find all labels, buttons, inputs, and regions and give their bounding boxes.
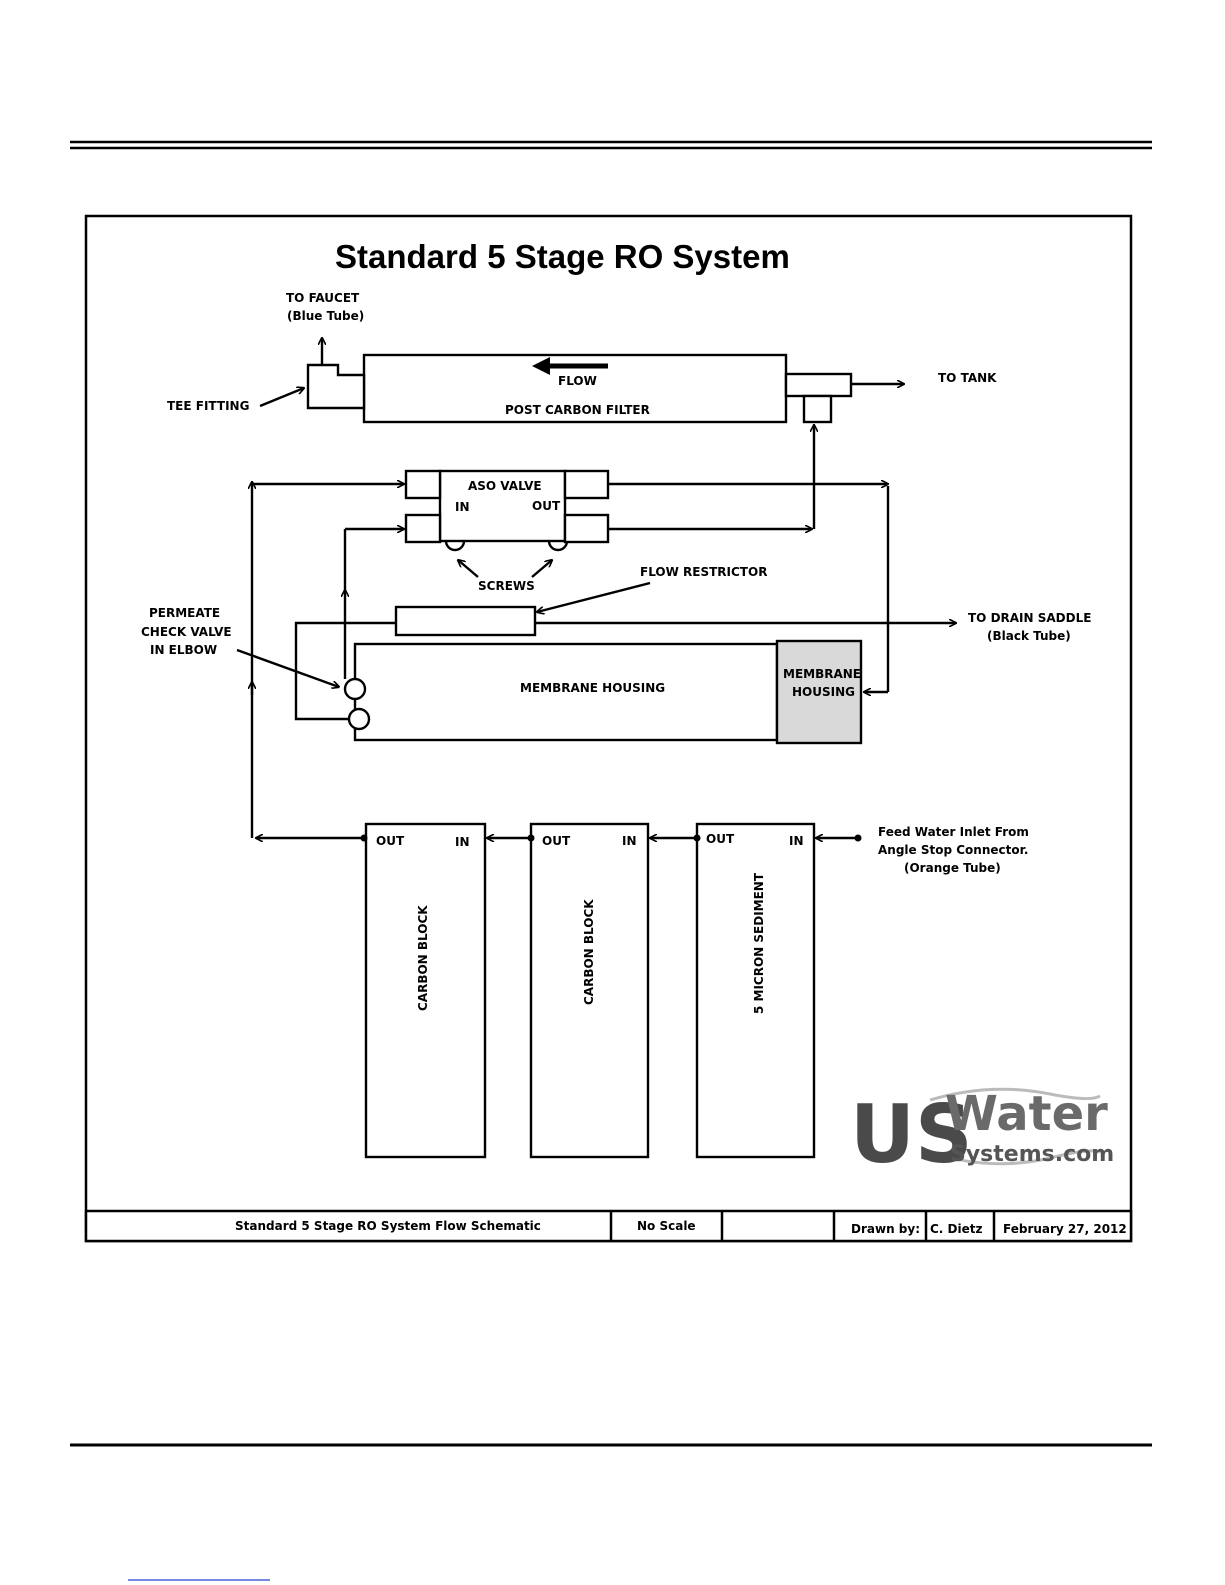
membrane-housing-label: MEMBRANE HOUSING — [520, 681, 665, 695]
blue-tube-label: (Blue Tube) — [287, 309, 364, 323]
aso-valve-label: ASO VALVE — [468, 479, 542, 493]
permeate-label-1: PERMEATE — [149, 606, 220, 620]
to-drain-label: TO DRAIN SADDLE — [968, 611, 1091, 625]
filter-2-name: CARBON BLOCK — [582, 899, 596, 1005]
filter-1-name: CARBON BLOCK — [416, 905, 430, 1011]
uswater-logo: US Water Systems.com — [850, 1086, 1114, 1181]
title-block-date: February 27, 2012 — [1003, 1222, 1127, 1236]
aso-out-label: OUT — [532, 499, 561, 513]
membrane-cap-label-2: HOUSING — [792, 685, 855, 699]
feed-inlet-label-2: Angle Stop Connector. — [878, 843, 1028, 857]
aso-port-top-left — [404, 469, 442, 500]
filter-2-in: IN — [622, 834, 637, 848]
svg-text:US: US — [850, 1088, 973, 1181]
check-valve-elbow-bottom — [347, 707, 371, 731]
feed-inlet-label-1: Feed Water Inlet From — [878, 825, 1029, 839]
tee-fitting-pointer — [259, 388, 304, 408]
filter-carbon-block-2: OUT IN CARBON BLOCK — [527, 822, 650, 1159]
tee-fitting-label: TEE FITTING — [167, 399, 249, 413]
check-valve-elbow-top — [343, 677, 367, 701]
post-carbon-filter-label: POST CARBON FILTER — [505, 403, 650, 417]
to-tank-label: TO TANK — [938, 371, 997, 385]
to-faucet-label: TO FAUCET — [286, 291, 360, 305]
flow-arrow-head — [532, 357, 550, 375]
flow-restrictor-label: FLOW RESTRICTOR — [640, 565, 767, 579]
svg-text:Systems.com: Systems.com — [950, 1142, 1114, 1167]
black-tube-label: (Black Tube) — [987, 629, 1071, 643]
permeate-label-2: CHECK VALVE — [141, 625, 232, 639]
title-block-description: Standard 5 Stage RO System Flow Schemati… — [235, 1219, 541, 1233]
title-block-drawn-by: C. Dietz — [930, 1222, 982, 1236]
header-rule — [70, 140, 1152, 150]
feed-inlet-label-3: (Orange Tube) — [904, 861, 1001, 875]
filter-sediment: OUT IN 5 MICRON SEDIMENT — [693, 822, 816, 1159]
diagram-title: Standard 5 Stage RO System — [335, 238, 790, 275]
membrane-housing-cap — [775, 639, 863, 745]
filter-interconnects — [487, 835, 862, 842]
title-block-scale: No Scale — [637, 1219, 696, 1233]
filter-1-out: OUT — [376, 834, 405, 848]
filter-3-out: OUT — [706, 832, 735, 846]
tee-fitting — [306, 363, 366, 410]
aso-in-label: IN — [455, 500, 470, 514]
svg-text:Water: Water — [945, 1086, 1108, 1142]
screw-left — [444, 540, 466, 552]
screws-pointer-left — [458, 560, 479, 578]
flow-label: FLOW — [558, 374, 597, 388]
screws-pointer-right — [531, 560, 552, 578]
tubing — [252, 425, 890, 838]
flow-restrictor-pointer — [537, 581, 651, 612]
title-block: Standard 5 Stage RO System Flow Schemati… — [84, 1209, 1133, 1243]
title-block-drawn-by-label: Drawn by: — [851, 1222, 920, 1236]
aso-port-top-right — [563, 469, 610, 500]
permeate-pointer — [236, 648, 339, 687]
filter-3-in: IN — [789, 834, 804, 848]
flow-restrictor — [394, 605, 537, 637]
tank-fitting-port — [802, 394, 833, 424]
filter-carbon-block-1: OUT IN CARBON BLOCK — [360, 822, 487, 1159]
tank-fitting — [784, 372, 853, 398]
membrane-cap-label-1: MEMBRANE — [783, 667, 861, 681]
filter-3-name: 5 MICRON SEDIMENT — [752, 872, 766, 1014]
screw-right — [547, 540, 569, 552]
filter-1-in: IN — [455, 835, 470, 849]
filter-2-out: OUT — [542, 834, 571, 848]
screws-label: SCREWS — [478, 579, 535, 593]
permeate-label-3: IN ELBOW — [150, 643, 217, 657]
aso-valve-body — [438, 469, 567, 543]
aso-port-bottom-left — [404, 513, 442, 544]
aso-port-bottom-right — [563, 513, 610, 544]
